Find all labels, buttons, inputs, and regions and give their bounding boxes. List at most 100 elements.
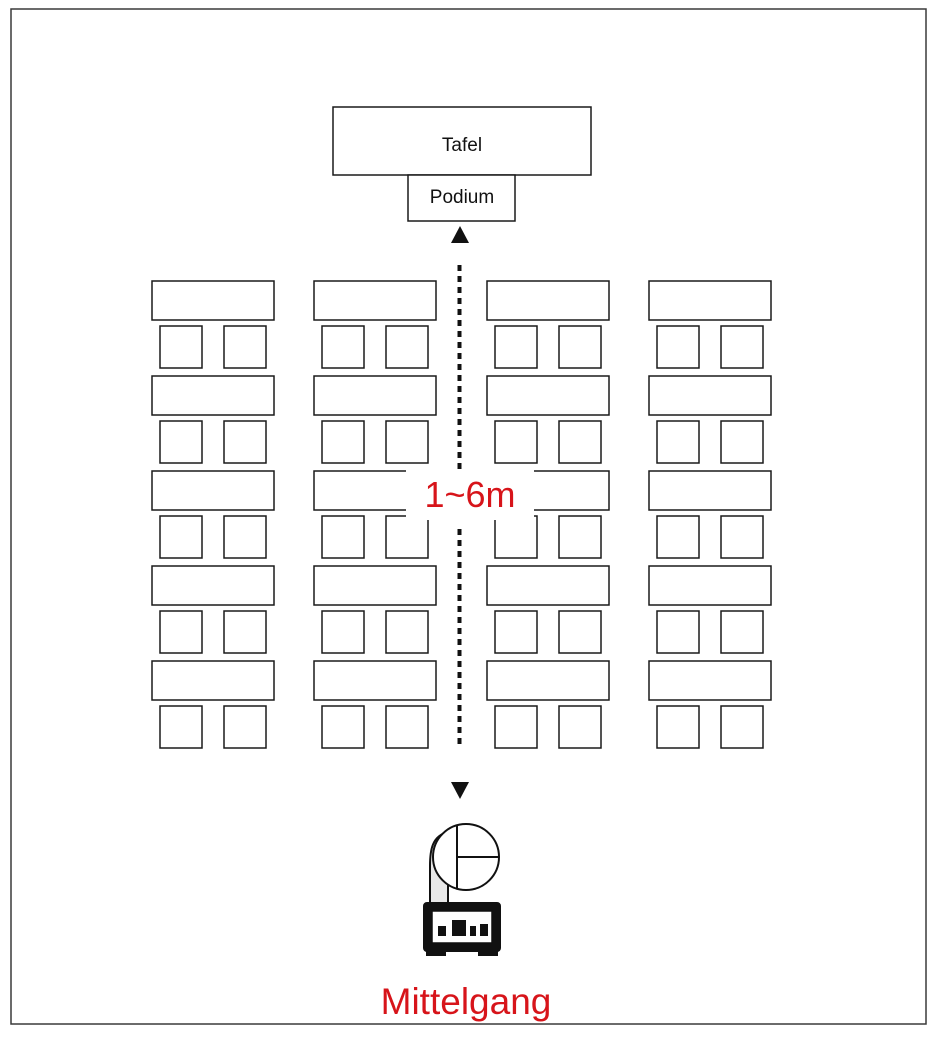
aisle-dash <box>457 727 462 733</box>
aisle-dash <box>457 441 462 447</box>
aisle-dash <box>457 408 462 414</box>
aisle-dash <box>457 573 462 579</box>
desk <box>486 660 610 701</box>
aisle-dash <box>457 661 462 667</box>
aisle-dash <box>457 298 462 304</box>
distance-label: 1~6m <box>424 474 515 515</box>
aisle-dash <box>457 463 462 469</box>
podium-label: Podium <box>430 187 494 208</box>
seat <box>159 325 203 369</box>
seat <box>720 610 764 654</box>
seat <box>558 610 602 654</box>
seat <box>558 420 602 464</box>
board-label: Tafel <box>442 135 482 156</box>
seat <box>494 420 538 464</box>
seat <box>321 705 365 749</box>
desk-grid <box>151 280 772 749</box>
aisle-dash <box>457 716 462 722</box>
aisle-dash <box>457 705 462 711</box>
aisle-dash <box>457 309 462 315</box>
aisle-dash <box>457 551 462 557</box>
desk <box>648 375 772 416</box>
aisle-dash <box>457 331 462 337</box>
seat <box>494 325 538 369</box>
aisle-dash <box>457 386 462 392</box>
seat <box>720 705 764 749</box>
aisle-dash <box>457 430 462 436</box>
seat <box>385 420 429 464</box>
aisle-dash <box>457 694 462 700</box>
seat <box>558 705 602 749</box>
seat <box>720 325 764 369</box>
aisle-dash <box>457 419 462 425</box>
aisle-dash <box>457 320 462 326</box>
distance-label-backing <box>406 470 534 520</box>
seat <box>656 705 700 749</box>
seat <box>223 325 267 369</box>
aisle-dash <box>457 364 462 370</box>
seat <box>223 420 267 464</box>
seat <box>494 515 538 559</box>
seat <box>159 515 203 559</box>
seat <box>385 515 429 559</box>
aisle-dash <box>457 397 462 403</box>
seat <box>656 420 700 464</box>
aisle-dash <box>457 617 462 623</box>
aisle-dash <box>457 595 462 601</box>
ptz-camera-icon <box>423 823 501 956</box>
aisle-dash <box>457 672 462 678</box>
desk <box>486 565 610 606</box>
arrow-down-icon <box>451 782 469 799</box>
desk <box>151 375 275 416</box>
seat <box>494 610 538 654</box>
aisle-dash <box>457 584 462 590</box>
aisle-dash <box>457 639 462 645</box>
seat <box>385 610 429 654</box>
seat <box>558 325 602 369</box>
seat <box>223 515 267 559</box>
seat <box>494 705 538 749</box>
aisle-dash <box>457 650 462 656</box>
aisle-dash <box>457 276 462 282</box>
arrow-up-icon <box>451 226 469 243</box>
board-box <box>332 106 592 176</box>
seat <box>558 515 602 559</box>
desk <box>151 565 275 606</box>
seat <box>321 610 365 654</box>
seat <box>159 610 203 654</box>
seat <box>656 325 700 369</box>
aisle-dash <box>457 683 462 689</box>
desk <box>313 375 437 416</box>
seat <box>720 420 764 464</box>
aisle-dash <box>457 452 462 458</box>
desk <box>648 470 772 511</box>
seat <box>223 705 267 749</box>
seat <box>656 610 700 654</box>
desk <box>648 280 772 321</box>
seat <box>656 515 700 559</box>
seat <box>321 515 365 559</box>
seat <box>385 705 429 749</box>
desk <box>486 280 610 321</box>
seat <box>385 325 429 369</box>
desk <box>313 280 437 321</box>
desk <box>151 470 275 511</box>
desk <box>486 375 610 416</box>
desk <box>648 565 772 606</box>
aisle-dash <box>457 375 462 381</box>
aisle-dash <box>457 562 462 568</box>
aisle-dash <box>457 287 462 293</box>
aisle-dash <box>457 606 462 612</box>
desk <box>648 660 772 701</box>
seat <box>223 610 267 654</box>
aisle-dash <box>457 738 462 744</box>
aisle-dash <box>457 353 462 359</box>
seat <box>159 420 203 464</box>
aisle-dash <box>457 540 462 546</box>
aisle-dash <box>457 265 462 271</box>
desk <box>151 660 275 701</box>
aisle-label: Mittelgang <box>381 981 552 1022</box>
desk <box>313 565 437 606</box>
desk <box>313 660 437 701</box>
